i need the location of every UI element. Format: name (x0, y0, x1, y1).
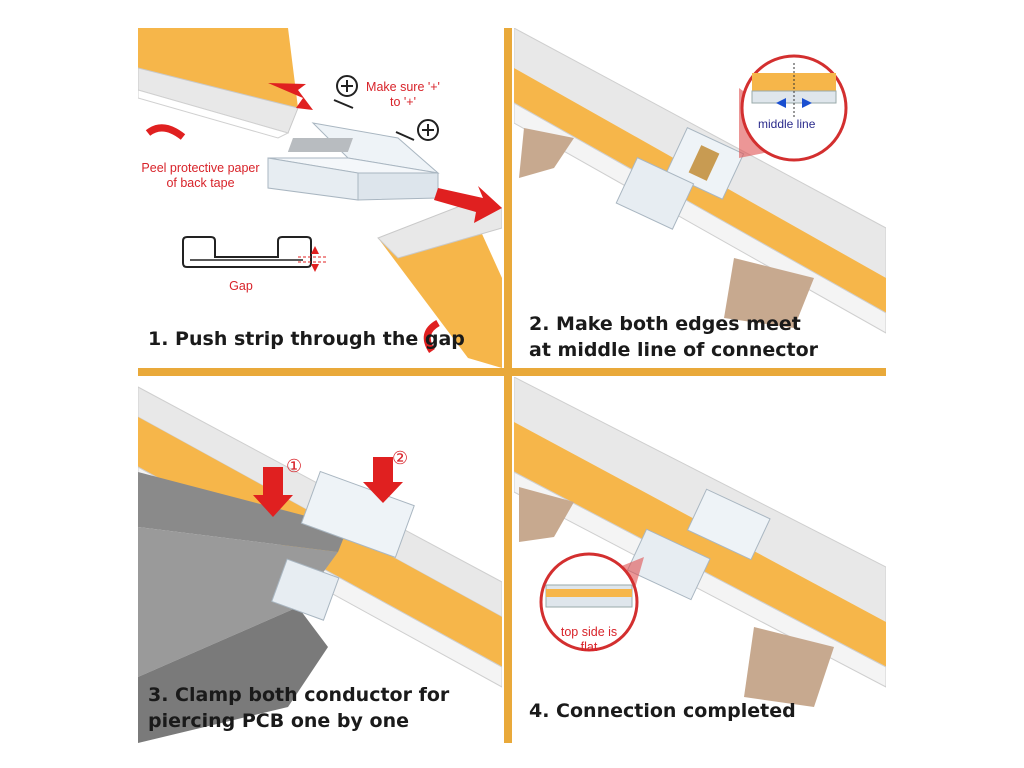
peel-arrow-bottom-icon (423, 319, 440, 353)
panel-step-3: ① ② 3. Clamp both conductor for piercing… (138, 377, 502, 743)
make-sure-label: Make sure '+' to '+' (366, 80, 440, 109)
panel-step-2: middle line 2. Make both edges meet at m… (514, 28, 886, 368)
step-3-caption: 3. Clamp both conductor for piercing PCB… (148, 684, 450, 732)
panel-step-4: top side is flat 4. Connection completed (514, 377, 886, 743)
gap-label: Gap (229, 279, 253, 293)
connector-icon (300, 470, 415, 559)
peel-label: Peel protective paper of back tape (141, 161, 260, 190)
middle-line-label: middle line (758, 117, 816, 131)
connector-icon (615, 126, 745, 230)
step-2-caption: 2. Make both edges meet at middle line o… (529, 313, 819, 361)
push-arrow-top (268, 83, 313, 110)
top-flat-label: top side is flat (560, 625, 618, 654)
step-1-illustration (138, 28, 502, 368)
push-arrow-right (434, 186, 502, 223)
vertical-divider (504, 28, 512, 743)
connector-icon (267, 122, 440, 201)
panel-step-1: Make sure '+' to '+' Peel protective pap… (138, 28, 502, 368)
step-4-caption: 4. Connection completed (529, 700, 796, 722)
step-4-illustration (514, 377, 886, 707)
arrow-step-1 (253, 467, 293, 517)
step-2-marker: ② (392, 448, 409, 468)
arrow-step-2 (363, 457, 403, 503)
step-2-illustration (514, 28, 886, 334)
gap-diagram (182, 236, 326, 272)
step-3-illustration (138, 386, 502, 743)
step-1-caption: 1. Push strip through the gap (148, 328, 465, 350)
peel-arrow-icon (145, 124, 186, 140)
step-1-marker: ① (286, 456, 303, 476)
horizontal-divider (138, 368, 886, 376)
connector-icon (686, 488, 771, 561)
